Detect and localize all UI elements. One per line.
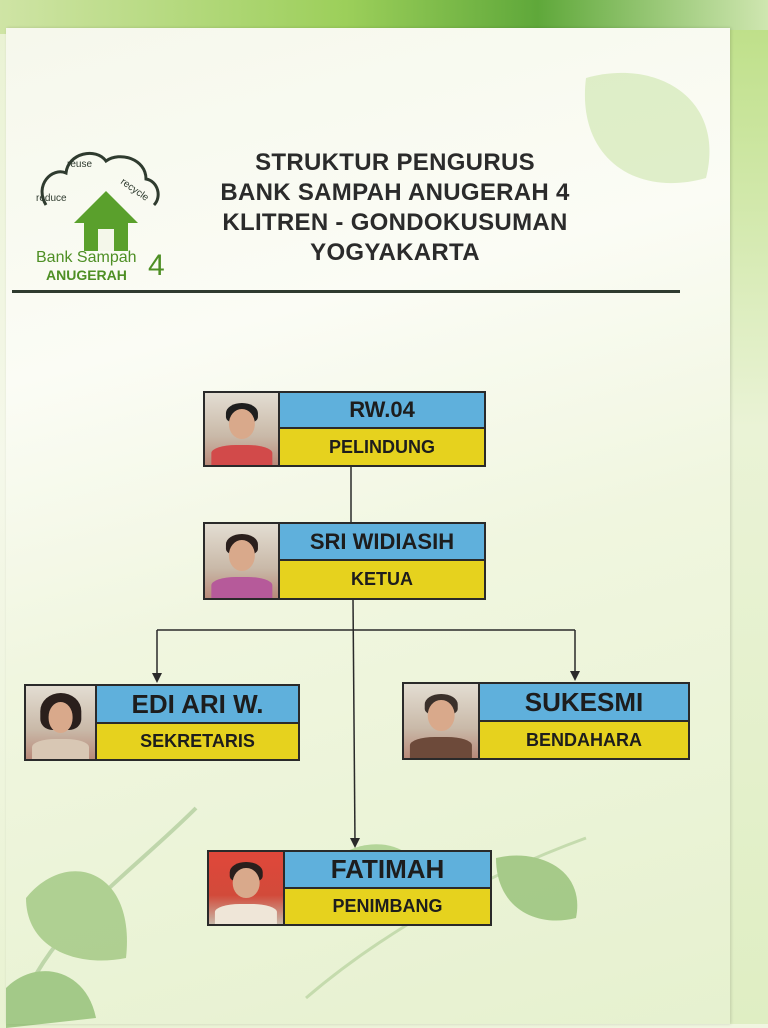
node-name: EDI ARI W. (95, 684, 300, 724)
node-role: KETUA (278, 559, 486, 600)
title-line: BANK SAMPAH ANUGERAH 4 (220, 179, 570, 206)
node-name: SRI WIDIASIH (278, 522, 486, 561)
page-title: STRUKTUR PENGURUS BANK SAMPAH ANUGERAH 4… (170, 148, 620, 268)
node-role: SEKRETARIS (95, 722, 300, 761)
arrowhead-penimbang (350, 838, 360, 848)
bank-sampah-logo: reuse reduce recycle Bank Sampah ANUGERA… (34, 145, 174, 290)
title-line: YOGYAKARTA (310, 239, 480, 266)
node-name: RW.04 (278, 391, 486, 429)
svg-text:reduce: reduce (36, 193, 67, 204)
leaf-decoration-icon (584, 72, 710, 184)
node-role: PENIMBANG (283, 887, 492, 926)
node-role: BENDAHARA (478, 720, 690, 760)
person-photo (207, 850, 285, 926)
arrowhead-sekretaris (152, 673, 162, 683)
node-name: SUKESMI (478, 682, 690, 722)
org-node-sekretaris: EDI ARI W. SEKRETARIS (24, 684, 300, 761)
logo-brand-line1: Bank Sampah (36, 249, 137, 266)
svg-text:reuse: reuse (67, 159, 92, 170)
connector-ketua-penimbang (352, 598, 356, 844)
person-photo (402, 682, 480, 760)
title-line: KLITREN - GONDOKUSUMAN (222, 209, 568, 236)
org-node-pelindung: RW.04 PELINDUNG (203, 391, 486, 467)
person-photo (203, 522, 280, 600)
node-role: PELINDUNG (278, 427, 486, 467)
org-node-penimbang: FATIMAH PENIMBANG (207, 850, 492, 926)
logo-brand-number: 4 (148, 249, 165, 282)
org-node-bendahara: SUKESMI BENDAHARA (402, 682, 690, 760)
leaf-decoration-icon (6, 806, 198, 1028)
title-line: STRUKTUR PENGURUS (255, 149, 535, 176)
recycle-house-icon: reuse reduce recycle (36, 151, 160, 251)
person-photo (203, 391, 280, 467)
org-node-ketua: SRI WIDIASIH KETUA (203, 522, 486, 600)
node-name: FATIMAH (283, 850, 492, 889)
arrowhead-bendahara (570, 671, 580, 681)
header-divider (12, 290, 680, 293)
person-photo (24, 684, 97, 761)
logo-brand-line2: ANUGERAH (46, 267, 127, 283)
